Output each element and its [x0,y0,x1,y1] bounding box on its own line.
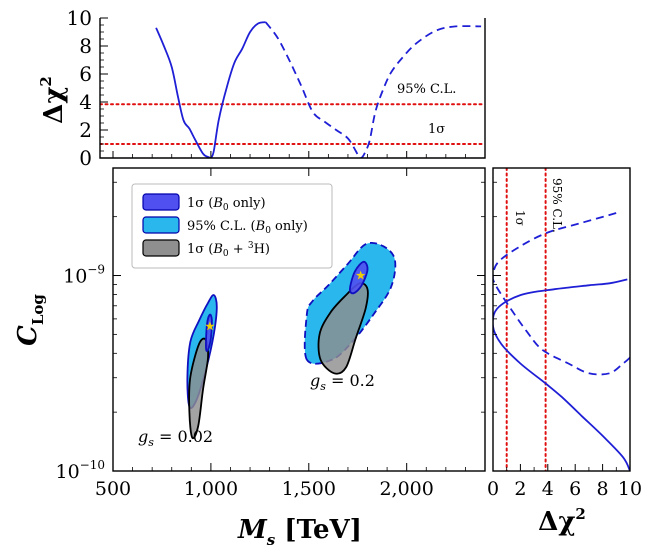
top-reference-lines [100,103,485,145]
main-ylabel: CLog [13,294,47,346]
annotation-gs-0.2: gs = 0.2 [310,371,375,393]
top-ref-label-95: 95% C.L. [397,82,456,97]
right-xlabel: Δχ2 [538,505,586,537]
right-ref-label-1sigma: 1σ [513,210,527,226]
best-fit-star-0 [205,321,215,331]
top-ytick-label: 8 [79,34,92,58]
legend-entry-95cl-b0: 95% C.L. (B0 only) [142,216,308,236]
legend-label-95cl-b0: 95% C.L. (B0 only) [187,219,308,236]
legend-label-1sigma-b0: 1σ (B0 only) [187,196,266,213]
legend-swatch-1sigma-b0 [142,193,180,211]
right-xtick-label: 8 [597,478,609,500]
top-ticks: 0 2 4 6 8 10 [67,6,466,170]
best-fit-star-1 [355,270,366,280]
main-ytick-label: 10−9 [63,263,105,288]
right-ref-label-95: 95% C.L. [550,178,564,233]
legend-label-1sigma-b0-3h: 1σ (B0 + 3H) [187,241,270,259]
main-axes-frame [112,167,486,472]
main-xtick-label: 1,000 [184,478,238,500]
top-ytick-label: 2 [79,118,92,142]
best-fit-stars [205,270,366,331]
top-ytick-label: 6 [79,62,92,86]
legend-swatch-1sigma-b0-3h [142,239,180,257]
top-ytick-label: 0 [79,146,92,170]
top-curve-solid [155,21,266,158]
right-curves [493,212,630,471]
right-xtick-label: 4 [542,478,554,500]
contour-regions [186,241,397,440]
right-curve-dashed [493,212,630,376]
right-reference-lines [505,168,547,471]
top-ytick-label: 10 [67,6,92,30]
top-ref-label-1sigma: 1σ [428,122,445,137]
annotation-gs-0.02: gs = 0.02 [138,427,213,449]
legend: 1σ (B0 only) 95% C.L. (B0 only) 1σ (B0 +… [131,183,333,269]
right-axes-frame [492,167,631,472]
region-g=0.2-gray [317,282,369,375]
main-xlabel: Ms [TeV] [237,515,362,549]
main-xtick-label: 500 [95,478,131,500]
main-ticks: 500 1,000 1,500 2,000 10−9 10−10 [55,168,485,500]
top-ylabel: Δχ2 [37,76,69,124]
top-ytick-label: 4 [79,90,92,114]
right-xtick-label: 2 [514,478,526,500]
main-ytick-label: 10−10 [55,458,105,483]
top-panel: 0 2 4 6 8 10 95% C.L. 1σ Δχ2 [37,6,486,170]
right-curve-solid [493,278,630,471]
legend-entry-1sigma-b0: 1σ (B0 only) [142,193,266,213]
top-axes-frame [99,18,486,159]
right-xtick-label: 0 [487,478,499,500]
legend-box [131,183,333,269]
right-xtick-label: 6 [569,478,581,500]
main-xtick-label: 2,000 [379,478,433,500]
right-xtick-label: 10 [618,478,642,500]
main-panel: 500 1,000 1,500 2,000 10−9 10−10 1σ (B0 only)… [13,167,486,549]
main-xtick-label: 1,500 [282,478,336,500]
legend-swatch-95cl-b0 [142,216,180,234]
